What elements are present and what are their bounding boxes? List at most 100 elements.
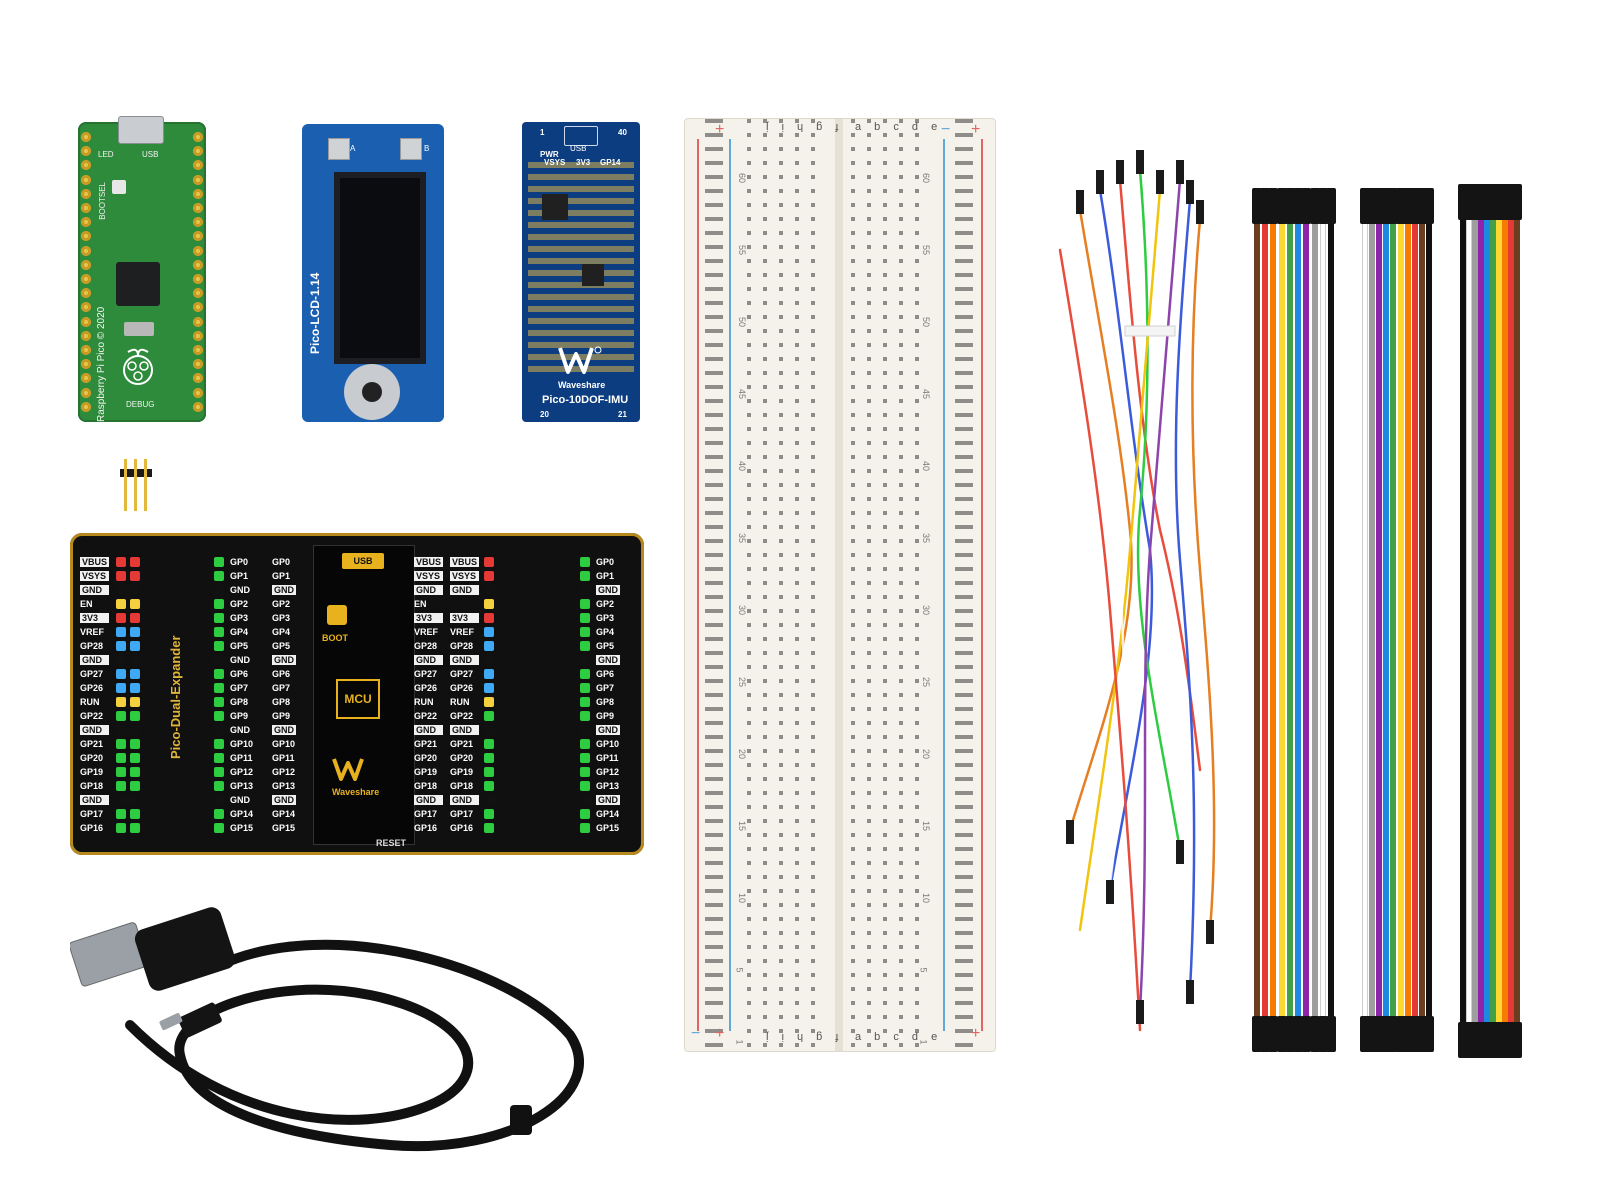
expander-mcu-label: MCU — [336, 679, 380, 719]
pin-hole — [81, 359, 91, 370]
dupont-connector — [1252, 1016, 1262, 1052]
raspberry-pi-pico-board: LED USB BOOTSEL Raspberry Pi Pico © 2020… — [78, 116, 206, 422]
jumper-wire-bundle — [1058, 150, 1216, 1032]
imu-name-label: Pico-10DOF-IMU — [542, 394, 629, 406]
header-pin — [130, 781, 140, 791]
header-pin — [484, 627, 494, 637]
pin-label: VBUS — [80, 557, 110, 567]
imu-sensor-chip — [542, 194, 568, 220]
pin-label: GND — [414, 585, 444, 595]
pin-label: GP5 — [230, 641, 249, 651]
header-pin — [484, 781, 494, 791]
row-number-label: 15 — [737, 820, 748, 832]
pin-label: GP18 — [414, 781, 438, 791]
pin-label: GND — [80, 585, 110, 595]
pin-hole — [193, 245, 203, 256]
pin-label: GP22 — [450, 711, 474, 721]
lcd-button-a — [328, 138, 350, 160]
header-pin — [484, 641, 494, 651]
pin-label: 3V3 — [450, 613, 480, 623]
header-pin — [484, 571, 494, 581]
lcd-screen — [334, 172, 426, 364]
pin-label: GND — [596, 585, 620, 595]
dupont-connector — [1424, 188, 1434, 224]
imu-pin-1: 1 — [540, 128, 545, 137]
expander-waveshare-logo-icon — [332, 758, 364, 781]
row-number-label: 35 — [921, 532, 932, 544]
pin-header — [120, 459, 152, 511]
column-letters-right-bottom: a b c d e — [855, 1031, 943, 1043]
header-pin — [116, 753, 126, 763]
row-number-label: 10 — [921, 892, 932, 904]
lcd-b-label: B — [424, 144, 430, 153]
pin-label: GP15 — [230, 823, 254, 833]
header-pin — [580, 781, 590, 791]
pin-label: GP8 — [596, 697, 615, 707]
header-pin — [130, 627, 140, 637]
pin-hole — [81, 401, 91, 412]
pin-label: GP26 — [80, 683, 104, 693]
dupont-connector — [1326, 1016, 1336, 1052]
dupont-connector — [1252, 188, 1262, 224]
pin-hole — [81, 188, 91, 199]
imu-gp14-label: GP14 — [600, 158, 621, 167]
crystal-oscillator — [124, 322, 154, 336]
header-pin — [580, 669, 590, 679]
ribbon-wire — [1262, 220, 1269, 1020]
pico-imu-module: 1 40 USB PWR VSYS 3V3 GP14 Waveshare Pic… — [522, 122, 640, 422]
pin-label: GP11 — [230, 753, 253, 763]
ribbon-wire — [1484, 216, 1490, 1026]
pin-label: GP17 — [80, 809, 104, 819]
dupont-connector — [1402, 188, 1413, 224]
imu-3v3-label: 3V3 — [576, 158, 591, 167]
ribbon-wire — [1466, 216, 1472, 1026]
pin-label: GP26 — [450, 683, 474, 693]
row-number-label: 40 — [737, 460, 748, 472]
ribbon-wires-3 — [1450, 176, 1530, 1066]
pin-label: VSYS — [450, 571, 480, 581]
pin-label: GND — [80, 725, 110, 735]
header-pin — [130, 823, 140, 833]
pin-label: GP5 — [596, 641, 615, 651]
pin-hole — [193, 188, 203, 199]
header-pin — [130, 697, 140, 707]
pin-label: GP13 — [596, 781, 620, 791]
header-pin — [116, 571, 126, 581]
header-pin — [214, 823, 224, 833]
header-pin — [580, 795, 590, 805]
header-pin — [580, 739, 590, 749]
usb-a-plug — [70, 922, 149, 987]
row-number-label: 20 — [921, 748, 932, 760]
header-pin — [116, 767, 126, 777]
header-pin — [484, 613, 494, 623]
header-pin — [214, 557, 224, 567]
pin-hole — [193, 174, 203, 185]
header-pin — [116, 823, 126, 833]
pin-label: GP0 — [596, 557, 615, 567]
header-pin — [130, 739, 140, 749]
dupont-connector — [1402, 1016, 1413, 1052]
header-pin — [484, 809, 494, 819]
pin-label: GP21 — [80, 739, 104, 749]
ribbon-wire — [1328, 220, 1334, 1020]
pin-label: GP6 — [230, 669, 249, 679]
pin-label: GP28 — [450, 641, 474, 651]
header-pin — [214, 669, 224, 679]
pin-label: GP7 — [230, 683, 249, 693]
header-pin — [116, 739, 126, 749]
dupont-connector — [1464, 184, 1474, 220]
ribbon-wire — [1404, 220, 1411, 1020]
header-pin — [214, 683, 224, 693]
header-pin — [116, 809, 126, 819]
ribbon-wire — [1376, 220, 1383, 1020]
pin-hole — [193, 274, 203, 285]
header-pin — [214, 809, 224, 819]
lcd-a-label: A — [350, 144, 356, 153]
pin-label: GP11 — [596, 753, 619, 763]
row-number-label: 15 — [921, 820, 932, 832]
pin-hole — [81, 146, 91, 157]
row-number-label: 45 — [737, 388, 748, 400]
pin-label: GND — [272, 795, 296, 805]
pin-label: VSYS — [80, 571, 110, 581]
